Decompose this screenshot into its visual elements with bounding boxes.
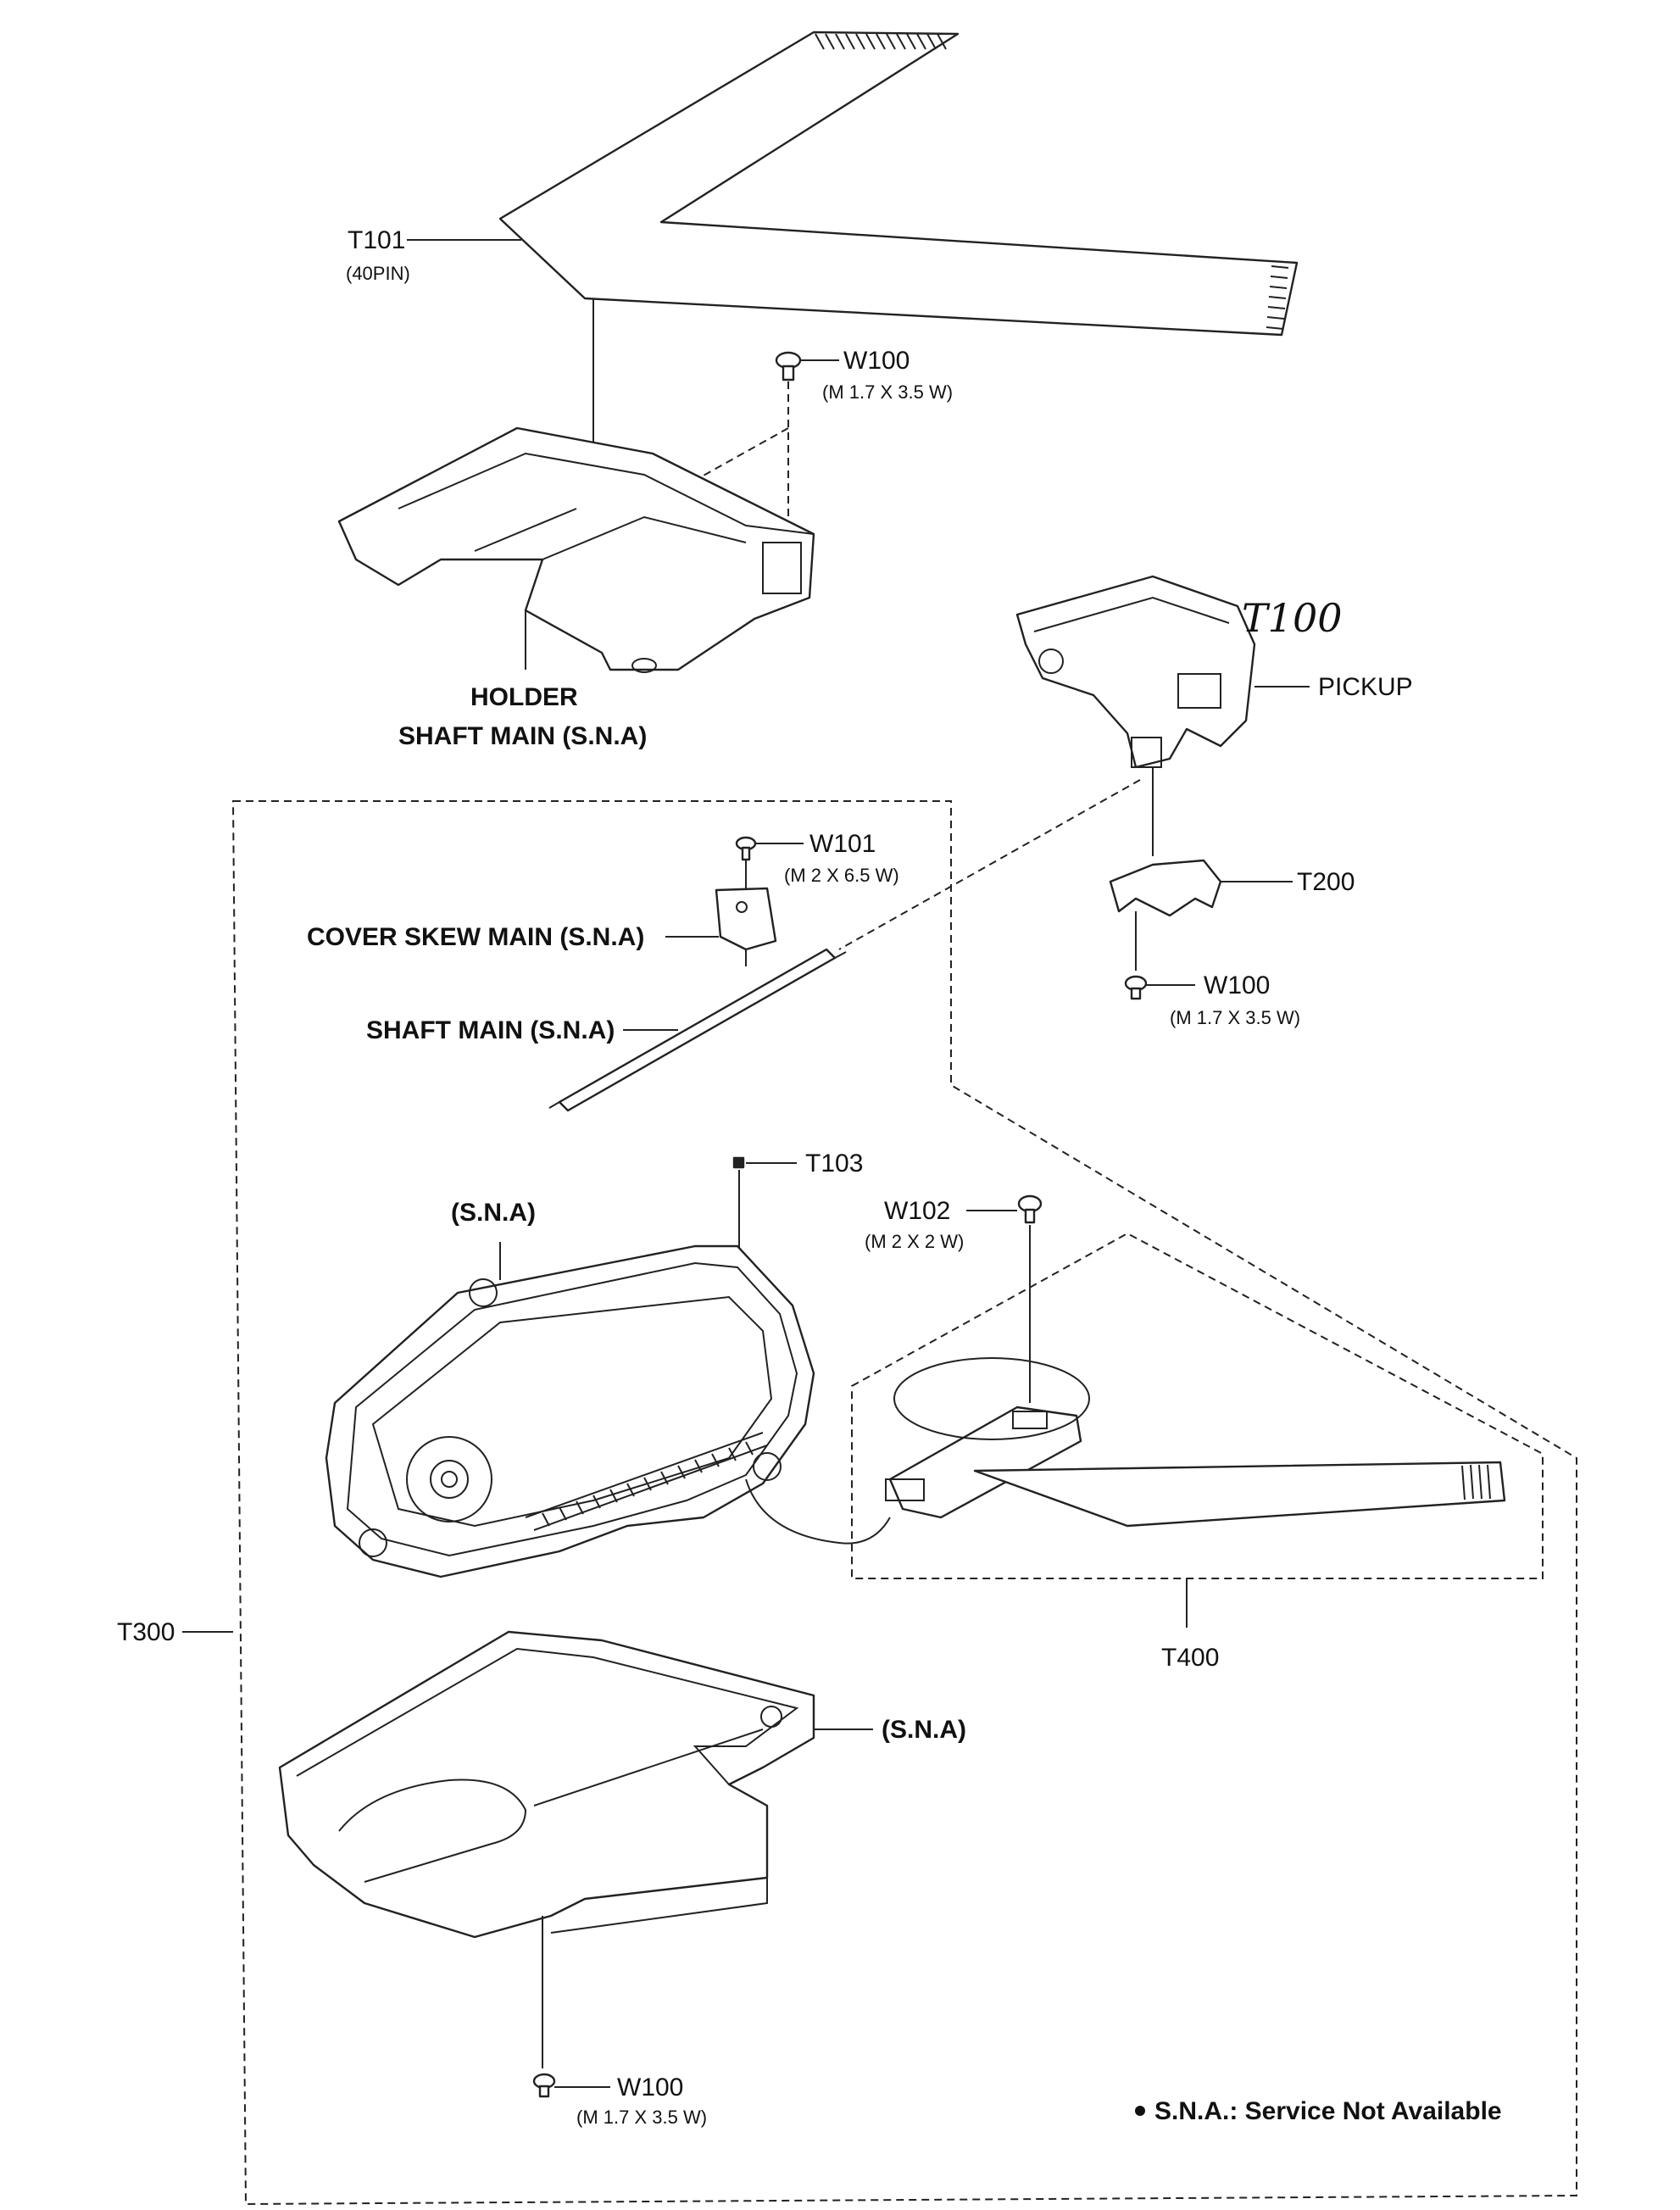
sna-note: S.N.A.: Service Not Available [1154, 2097, 1502, 2125]
cover-skew-main [715, 887, 777, 951]
w102-spec: (M 2 X 2 W) [865, 1231, 964, 1252]
shaft-main-label: SHAFT MAIN (S.N.A) [366, 1016, 615, 1044]
t101-label: T101 [348, 226, 405, 254]
t400-label: T400 [1161, 1644, 1219, 1672]
bottom-cover [278, 1630, 815, 1939]
sna-base-label: (S.N.A) [451, 1199, 536, 1227]
screw-w100-mid [1124, 975, 1148, 1000]
t300-boundary [231, 800, 1577, 2206]
w100-top-label: W100 [843, 347, 910, 375]
part-t103 [732, 1156, 745, 1169]
sna-cover-label: (S.N.A) [882, 1716, 966, 1744]
w100-top-spec: (M 1.7 X 3.5 W) [822, 381, 953, 403]
w100-bottom-label: W100 [617, 2074, 683, 2101]
w100-mid-label: W100 [1204, 971, 1270, 999]
cover-skew-main-label: COVER SKEW MAIN (S.N.A) [307, 923, 644, 951]
t200-label: T200 [1297, 868, 1355, 896]
pickup-t100 [1015, 575, 1256, 769]
flex-cable-t101 [498, 31, 1299, 337]
holder-shaft-main-label: SHAFT MAIN (S.N.A) [398, 722, 647, 750]
w100-mid-spec: (M 1.7 X 3.5 W) [1170, 1007, 1300, 1028]
shaft-main [548, 948, 847, 1112]
t103-label: T103 [805, 1150, 863, 1177]
board-t400 [885, 1357, 1506, 1528]
screw-w100-bottom [532, 2073, 556, 2098]
w101-spec: (M 2 X 6.5 W) [784, 865, 899, 886]
handwritten-t100-label: T100 [1242, 595, 1342, 641]
note-bullet-icon [1135, 2106, 1145, 2116]
t400-boundary [851, 1232, 1544, 1579]
t101-pin-label: (40PIN) [346, 263, 410, 284]
screw-w100-top [775, 351, 802, 381]
holder-label: HOLDER [470, 683, 578, 711]
screw-w101 [735, 836, 757, 861]
t300-label: T300 [117, 1618, 175, 1646]
base-mechanism [325, 1244, 891, 1578]
w101-label: W101 [809, 830, 876, 858]
screw-w102 [1017, 1194, 1043, 1224]
bracket-t200 [1109, 859, 1222, 917]
holder-shaft-main [337, 426, 815, 673]
w102-label: W102 [884, 1197, 950, 1225]
w100-bottom-spec: (M 1.7 X 3.5 W) [576, 2107, 707, 2128]
pickup-label: PICKUP [1318, 673, 1413, 701]
